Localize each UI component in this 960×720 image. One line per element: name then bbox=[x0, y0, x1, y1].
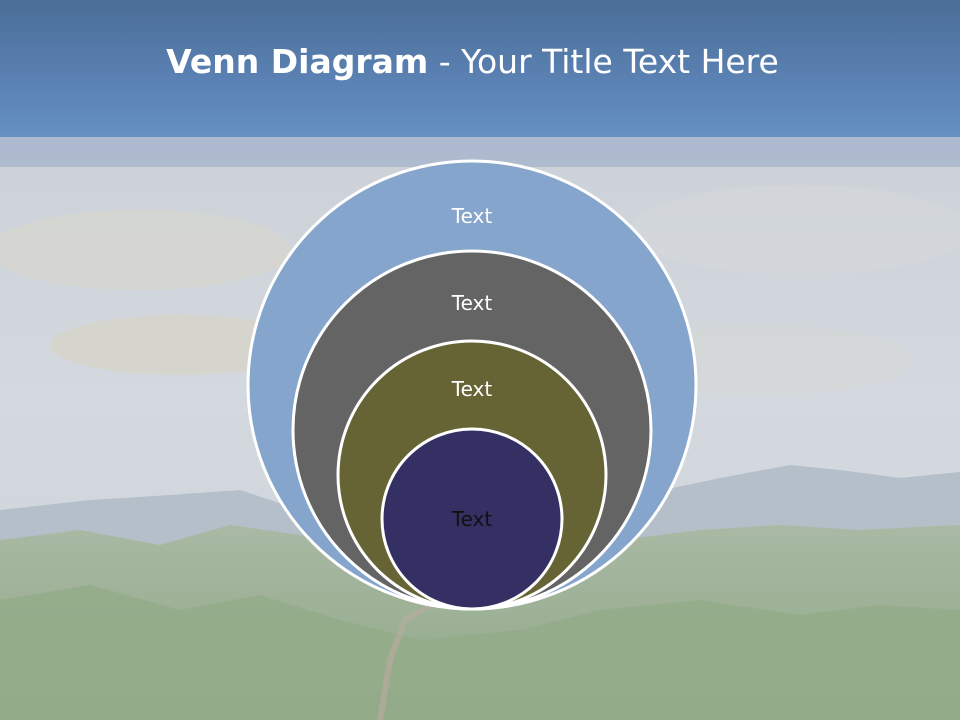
ring-outer-label: Text bbox=[451, 204, 493, 228]
ring-inner-label: Text bbox=[451, 507, 493, 531]
ring-inner bbox=[380, 427, 564, 611]
title-rest: - Your Title Text Here bbox=[428, 42, 779, 81]
title-bar bbox=[0, 0, 960, 137]
title-bold: Venn Diagram bbox=[166, 42, 429, 81]
ring-third-label: Text bbox=[451, 377, 493, 401]
ring-second-label: Text bbox=[451, 291, 493, 315]
page-title: Venn Diagram - Your Title Text Here bbox=[0, 38, 945, 86]
